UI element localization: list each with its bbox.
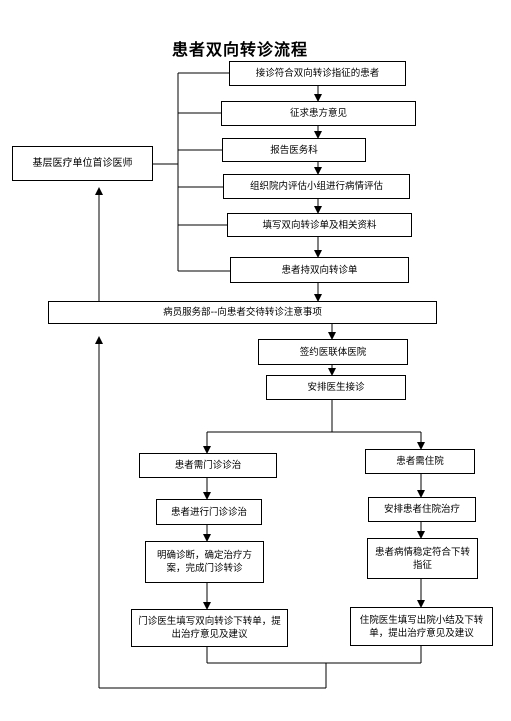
step-evaluation: 组织院内评估小组进行病情评估 bbox=[223, 174, 410, 199]
step-receive-patient: 接诊符合双向转诊指征的患者 bbox=[229, 61, 406, 86]
outpatient-treatment: 患者进行门诊诊治 bbox=[156, 499, 262, 525]
step-report-medical-dept: 报告医务科 bbox=[222, 138, 366, 162]
inpatient-stable: 患者病情稳定符合下转指征 bbox=[367, 538, 478, 579]
inpatient-need: 患者需住院 bbox=[365, 449, 475, 474]
step-fill-referral: 填写双向转诊单及相关资料 bbox=[227, 213, 412, 237]
inpatient-admission: 安排患者住院治疗 bbox=[368, 497, 476, 522]
primary-care-doctor-box: 基层医疗单位首诊医师 bbox=[12, 146, 153, 181]
step-patient-holds-form: 患者持双向转诊单 bbox=[230, 257, 409, 283]
step-arrange-doctor: 安排医生接诊 bbox=[266, 375, 406, 400]
diagram-title: 患者双向转诊流程 bbox=[171, 40, 308, 59]
step-partner-hospital: 签约医联体医院 bbox=[258, 339, 408, 365]
outpatient-diagnosis: 明确诊断，确定治疗方案，完成门诊转诊 bbox=[145, 541, 264, 583]
step-patient-service: 病员服务部--向患者交待转诊注意事项 bbox=[48, 301, 437, 324]
outpatient-need: 患者需门诊诊治 bbox=[139, 453, 277, 478]
inpatient-discharge-form: 住院医生填写出院小结及下转单，提出治疗意见及建议 bbox=[350, 607, 493, 646]
outpatient-referral-form: 门诊医生填写双向转诊下转单，提出治疗意见及建议 bbox=[131, 609, 288, 647]
step-ask-consent: 征求患方意见 bbox=[221, 101, 416, 126]
